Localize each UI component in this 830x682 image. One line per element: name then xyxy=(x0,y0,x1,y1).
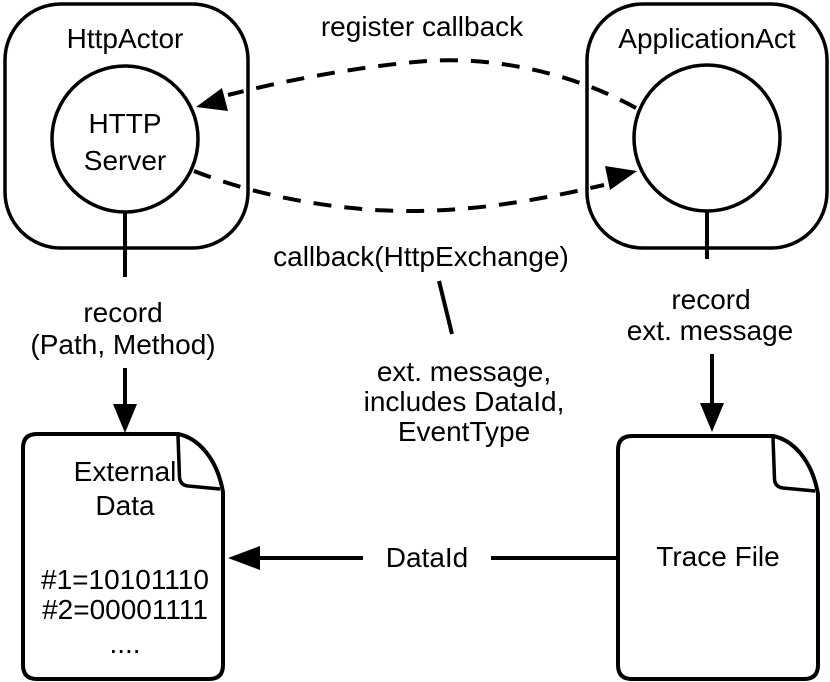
callback-label: callback(HttpExchange) xyxy=(273,241,569,272)
external-data-title-line2: Data xyxy=(95,490,155,521)
external-data-title-line1: External xyxy=(74,456,177,487)
external-data-entry1: #1=10101110 xyxy=(41,564,209,595)
register-callback-edge xyxy=(227,58,637,110)
record-ext-label-line1: record xyxy=(671,284,750,315)
callback-arrowhead-icon xyxy=(605,166,637,190)
http-server-label-line2: Server xyxy=(84,145,166,176)
application-actor-circle xyxy=(632,63,782,213)
callback-note-line2: includes DataId, xyxy=(364,386,565,417)
register-callback-arrowhead-icon xyxy=(196,88,228,111)
trace-file-dogear-icon xyxy=(771,437,816,493)
callback-note-pointer-line xyxy=(437,280,454,335)
dataid-arrowhead-icon xyxy=(228,546,260,570)
record-ext-arrowhead-icon xyxy=(700,403,724,432)
external-data-document xyxy=(21,432,225,681)
callback-edge xyxy=(193,169,605,214)
external-data-dogear-icon xyxy=(176,435,221,491)
dataid-label: DataId xyxy=(386,542,469,573)
external-data-entry3: .... xyxy=(109,628,140,659)
http-actor-label: HttpActor xyxy=(67,23,184,54)
application-actor-label: ApplicationAct xyxy=(618,23,796,54)
callback-note-line1: ext. message, xyxy=(377,356,551,387)
record-path-label-line2: (Path, Method) xyxy=(30,329,215,360)
callback-note-line3: EventType xyxy=(398,416,530,447)
record-ext-label-line2: ext. message xyxy=(627,315,794,346)
record-path-arrowhead-icon xyxy=(113,404,137,433)
external-data-entry2: #2=00001111 xyxy=(42,594,208,625)
register-callback-label: register callback xyxy=(321,11,524,42)
record-path-label-line1: record xyxy=(83,297,162,328)
trace-file-title: Trace File xyxy=(656,541,779,572)
http-server-circle xyxy=(50,64,200,214)
trace-file-document xyxy=(616,434,820,681)
http-server-label-line1: HTTP xyxy=(88,108,161,139)
